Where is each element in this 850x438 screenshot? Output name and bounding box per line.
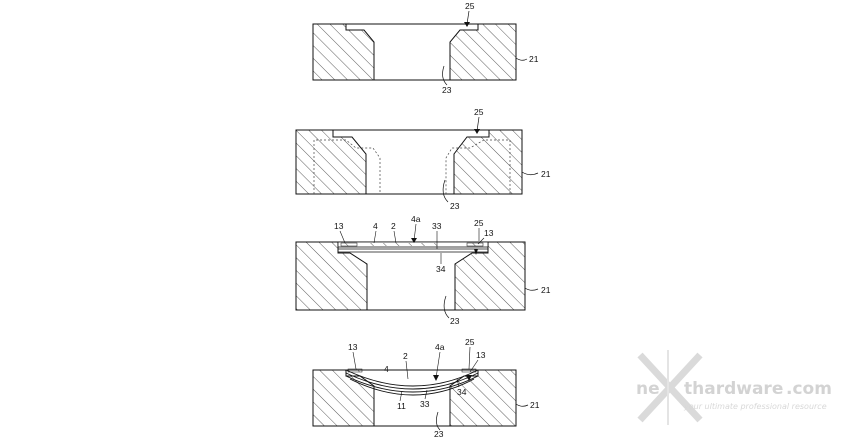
label-33: 33: [432, 221, 442, 231]
leader-13-right: [477, 237, 485, 245]
hidden-outline-right: [445, 139, 511, 194]
label-23: 23: [450, 316, 460, 326]
label-2: 2: [391, 221, 396, 231]
mold-block-right: [453, 129, 523, 195]
label-2: 2: [403, 351, 408, 361]
label-4a: 4a: [435, 342, 445, 352]
label-25: 25: [465, 337, 475, 347]
label-21: 21: [530, 400, 540, 410]
label-13-left: 13: [334, 221, 344, 231]
leader-23: [442, 179, 449, 203]
watermark-x-logo-icon: [637, 350, 703, 425]
mold-block-right: [449, 23, 517, 81]
leader-21: [515, 403, 529, 407]
watermark-name-prefix: ne: [636, 379, 660, 399]
leader-4a: [435, 351, 441, 379]
leader-23: [442, 65, 448, 86]
watermark-name-tld: .com: [786, 379, 832, 399]
label-21: 21: [541, 285, 551, 295]
label-4a: 4a: [411, 214, 421, 224]
leader-25: [468, 346, 471, 370]
watermark: ne thardware .com your ultimate professi…: [636, 350, 832, 425]
figure-2: 25 21 23: [295, 107, 551, 211]
film-print-2: [345, 372, 479, 390]
leader-4: [373, 230, 377, 244]
label-25: 25: [474, 107, 484, 117]
mold-block-right: [449, 369, 517, 427]
arrow-13-right: [466, 375, 472, 381]
leader-21: [521, 171, 539, 176]
label-4: 4: [384, 364, 389, 374]
label-25: 25: [465, 1, 475, 11]
film-layer-34: [349, 378, 475, 396]
leader-33: [424, 389, 428, 400]
arrow-4a: [411, 238, 417, 243]
leader-11: [399, 390, 403, 402]
film-edge-13-right: [466, 242, 484, 247]
watermark-tagline: your ultimate professional resource: [683, 402, 827, 411]
leader-25: [476, 116, 480, 132]
label-13-left: 13: [348, 342, 358, 352]
label-33: 33: [420, 399, 430, 409]
label-34: 34: [457, 387, 467, 397]
mold-block-left: [312, 23, 375, 81]
film-edge-13-left: [347, 368, 363, 373]
label-23: 23: [442, 85, 452, 95]
label-25: 25: [474, 218, 484, 228]
leader-21: [515, 57, 528, 61]
label-34: 34: [436, 264, 446, 274]
film-print-2: [366, 243, 438, 246]
watermark-name-suffix: thardware: [684, 379, 783, 399]
label-23: 23: [434, 429, 444, 438]
leader-13-left: [339, 230, 346, 244]
mold-block-right: [454, 241, 526, 311]
label-13-right: 13: [484, 228, 494, 238]
hidden-outline-left: [313, 139, 381, 194]
leader-23: [436, 411, 441, 431]
figure-3: 13 4 2 4a 33 25 13 34 21 23: [295, 214, 551, 326]
leader-2: [393, 230, 397, 244]
leader-34: [456, 378, 460, 388]
figure-4: 13 4 2 4a 25 13 34 33 11 21 23: [312, 337, 540, 438]
label-13-right: 13: [476, 350, 486, 360]
film-edge-13-left: [340, 242, 358, 247]
leader-13-right: [469, 359, 479, 373]
label-21: 21: [529, 54, 539, 64]
film-layer-33: [345, 375, 479, 393]
leader-25: [466, 10, 470, 25]
arrow-25: [464, 22, 470, 27]
leader-23: [443, 295, 450, 319]
label-11: 11: [397, 401, 406, 411]
leader-13-left: [352, 351, 357, 370]
arrow-13-right: [474, 249, 478, 255]
label-23: 23: [450, 201, 460, 211]
arrow-4a: [433, 375, 439, 381]
label-21: 21: [541, 169, 551, 179]
mold-block-left: [312, 369, 375, 427]
mold-block-left: [295, 129, 367, 195]
figure-1: 25 21 23: [312, 1, 539, 95]
label-4: 4: [373, 221, 378, 231]
film-edge-13-right: [461, 368, 477, 373]
film-layer-4a: [345, 369, 479, 387]
leader-21: [524, 287, 539, 291]
arrow-25: [474, 129, 480, 134]
leader-2: [405, 360, 409, 380]
